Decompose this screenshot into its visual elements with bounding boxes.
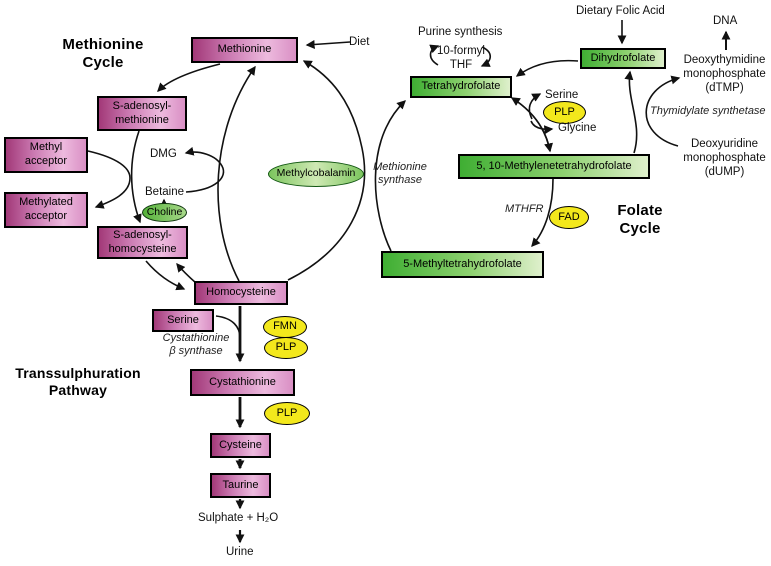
transsulphuration-title: Transsulphuration Pathway [15,365,141,398]
formyl-thf-label: 10-formyl THF [437,45,485,71]
thymidylate-synthetase-label: Thymidylate synthetase [650,105,766,117]
serine-label: Serine [545,89,579,101]
dmg-label: DMG [150,148,177,160]
arrow-dump-to-dtmp [645,75,681,147]
methyl-acceptor-box: Methyl acceptor [4,137,88,173]
dna-label: DNA [713,15,738,27]
arrow-sam-to-sah [130,130,142,224]
dietary-folic-acid-label: Dietary Folic Acid [576,5,665,17]
cysteine-box: Cysteine [210,433,271,458]
methylene-thf-box: 5, 10-Methylenetetrahydrofolate [458,154,650,179]
urine-label: Urine [226,546,254,558]
arrow-to-serine [528,93,542,120]
cbs-label: Cystathionine β synthase [162,332,230,358]
arrow-to-glycine [530,120,554,135]
fad-ellipse: FAD [549,206,589,229]
arrow-methyl-acceptor-to-methylated [87,150,131,209]
plp-cbs-ellipse: PLP [264,337,308,359]
dtmp-label: Deoxythymidine monophosphate (dTMP) [683,54,766,94]
methionine-cycle-title: Methionine Cycle [62,36,144,71]
purine-synthesis-label: Purine synthesis [418,26,503,38]
glycine-label: Glycine [558,122,597,134]
betaine-label: Betaine [145,186,185,198]
cystathionine-box: Cystathionine [190,369,295,396]
serine-box: Serine [152,309,214,332]
folate-cycle-title: Folate Cycle [617,202,663,237]
arrow-purine-cycle-left [429,44,440,66]
sulphate-label: Sulphate + H₂O [198,512,279,524]
homocysteine-box: Homocysteine [194,281,288,305]
taurine-box: Taurine [210,473,271,498]
diet-label: Diet [349,36,370,48]
tetrahydrofolate-box: Tetrahydrofolate [410,76,512,98]
arrow-methylene-thf-to-methyl-thf [531,178,554,248]
methyl-thf-box: 5-Methyltetrahydrofolate [381,251,544,278]
arrow-methionine-to-sam [157,63,221,92]
sah-box: S-adenosyl- homocysteine [97,226,188,259]
arrow-homocysteine-to-methionine-remethylation [287,60,366,281]
arrow-thf-to-methylene-thf [511,97,553,153]
methylcobalamin-ellipse: Methylcobalamin [268,161,364,187]
plp-bottom-ellipse: PLP [264,402,310,425]
arrow-diet-to-methionine [305,39,351,49]
methionine-box: Methionine [191,37,298,63]
arrow-methylene-thf-to-thf [510,97,551,152]
choline-ellipse: Choline [142,203,187,222]
arrow-methylene-thf-to-dihydrofolate [624,70,638,154]
dump-label: Deoxyuridine monophosphate (dUMP) [683,138,766,178]
fmn-ellipse: FMN [263,316,307,338]
arrow-purine-cycle-right [480,46,492,67]
dihydrofolate-box: Dihydrofolate [580,48,666,69]
plp-folate-ellipse: PLP [543,101,586,124]
arrow-betaine-to-dmg [184,146,225,193]
arrow-sah-to-homocysteine [145,260,186,291]
sam-box: S-adenosyl- methionine [97,96,187,131]
methionine-synthase-label: Methionine synthase [373,161,427,187]
arrow-methyl-thf-to-thf [374,100,406,252]
methylated-acceptor-box: Methylated acceptor [4,192,88,228]
arrow-homocysteine-to-methionine-central [217,65,256,282]
mthfr-label: MTHFR [505,203,544,215]
arrow-dihydrofolate-to-thf [515,59,579,77]
